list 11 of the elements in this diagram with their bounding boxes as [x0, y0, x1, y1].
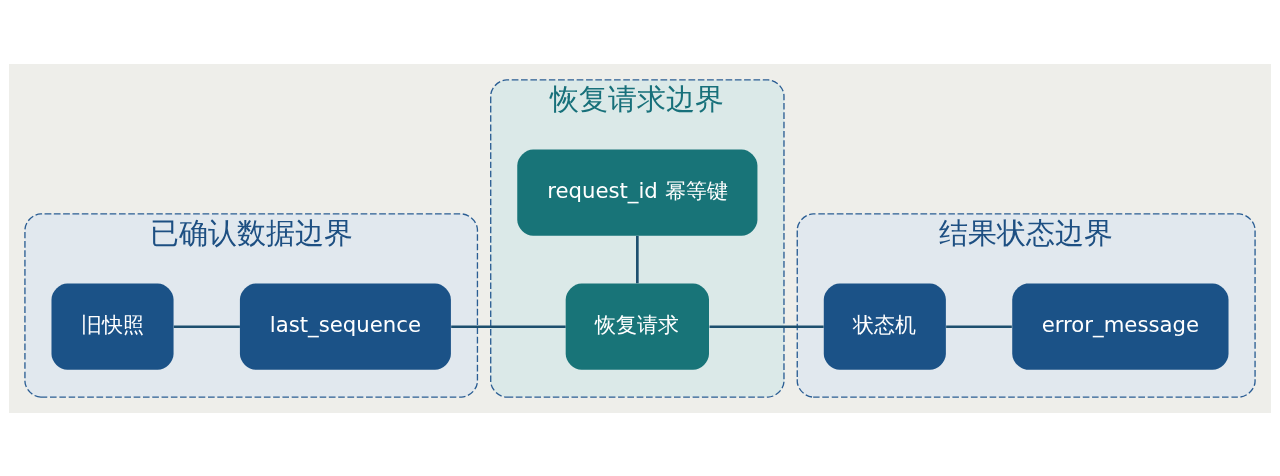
connector [946, 324, 1012, 328]
connector [636, 235, 639, 283]
node-box: 旧快照 [51, 283, 174, 370]
connector [451, 324, 566, 328]
node-box: last_sequence [239, 283, 451, 370]
connector [173, 324, 240, 328]
node-box: error_message [1012, 283, 1229, 370]
node-box: 恢复请求 [565, 283, 709, 370]
node-box: 状态机 [823, 283, 946, 370]
connector [709, 324, 824, 328]
node-box: request_id 幂等键 [517, 149, 758, 236]
